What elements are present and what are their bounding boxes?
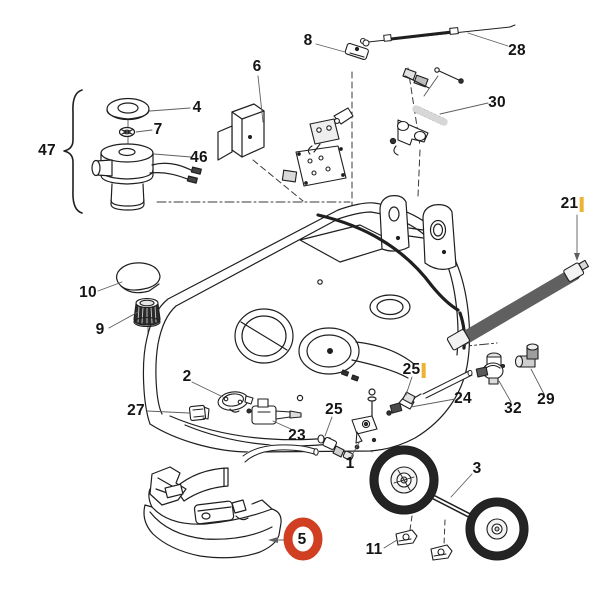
ball-valve bbox=[475, 352, 506, 385]
drain-hose bbox=[240, 443, 319, 463]
part-number-text: 8 bbox=[303, 32, 313, 49]
part-label-21: 21 bbox=[561, 195, 584, 213]
part-number-text: 25 bbox=[402, 361, 421, 378]
part-label-24: 24 bbox=[454, 390, 472, 408]
part-label-32: 32 bbox=[504, 400, 522, 418]
tank-cap bbox=[115, 262, 161, 294]
part-label-10: 10 bbox=[79, 284, 97, 302]
main-housing bbox=[142, 195, 471, 453]
part-label-8: 8 bbox=[304, 32, 313, 50]
highlight-ring bbox=[283, 517, 323, 561]
part-number-text: 47 bbox=[38, 142, 56, 159]
highlight-bar bbox=[579, 196, 584, 212]
part-label-3: 3 bbox=[473, 460, 482, 478]
lever-assembly bbox=[389, 67, 464, 156]
part-number-text: 10 bbox=[79, 284, 97, 301]
control-cable bbox=[354, 24, 516, 52]
fitting-25-left bbox=[317, 434, 354, 461]
part-label-11: 11 bbox=[366, 541, 383, 559]
part-label-2: 2 bbox=[183, 368, 192, 386]
part-label-46: 46 bbox=[190, 149, 208, 167]
part-number-text: 25 bbox=[325, 401, 343, 418]
elbow-fitting bbox=[514, 343, 539, 368]
part-number-text: 29 bbox=[537, 391, 555, 408]
axle-bracket bbox=[351, 415, 378, 450]
part-number-text: 5 bbox=[297, 531, 307, 548]
part-number-text: 7 bbox=[153, 121, 163, 138]
part-number-text: 9 bbox=[95, 321, 105, 338]
part-number-text: 23 bbox=[288, 427, 306, 444]
part-label-9: 9 bbox=[96, 321, 105, 339]
part-label-4: 4 bbox=[193, 99, 202, 117]
cam-plate bbox=[217, 391, 254, 413]
part-label-23: 23 bbox=[288, 427, 306, 445]
wheel-axle-assembly bbox=[369, 445, 529, 561]
part-number-text: 4 bbox=[192, 99, 202, 116]
part-label-5: 5 bbox=[298, 531, 307, 549]
cover-bracket bbox=[217, 103, 265, 161]
part-label-7: 7 bbox=[154, 121, 163, 139]
brace-47 bbox=[63, 89, 83, 214]
part-number-text: 24 bbox=[454, 390, 472, 407]
part-label-25a: 25 bbox=[325, 401, 343, 419]
part-label-47: 47 bbox=[38, 142, 56, 160]
leader-lines bbox=[97, 32, 580, 549]
axle-clips bbox=[395, 529, 453, 561]
part-label-28: 28 bbox=[508, 42, 526, 60]
switch-plate-assembly bbox=[281, 107, 354, 187]
part-number-text: 46 bbox=[190, 149, 208, 166]
mounting-clip bbox=[188, 404, 210, 422]
part-number-text: 2 bbox=[182, 368, 192, 385]
part-label-27: 27 bbox=[127, 402, 145, 420]
part-label-25b: 25 bbox=[403, 361, 426, 379]
part-number-text: 1 bbox=[345, 455, 355, 472]
part-number-text: 3 bbox=[472, 460, 482, 477]
drain-valve bbox=[246, 398, 302, 425]
highlight-bar bbox=[421, 362, 426, 378]
part-number-text: 30 bbox=[488, 94, 506, 111]
part-number-text: 11 bbox=[365, 541, 383, 558]
part-number-text: 28 bbox=[508, 42, 526, 59]
part-label-6: 6 bbox=[253, 58, 262, 76]
clear-tube bbox=[386, 369, 473, 416]
vacuum-hose bbox=[446, 259, 590, 351]
arrowhead-5 bbox=[268, 537, 278, 543]
arrowhead-21 bbox=[574, 253, 580, 261]
part-number-text: 21 bbox=[560, 195, 579, 212]
part-label-30: 30 bbox=[488, 94, 506, 112]
part-number-text: 32 bbox=[504, 400, 522, 417]
filter-basket bbox=[133, 297, 161, 328]
squeegee-bumper bbox=[143, 466, 282, 559]
part-label-29: 29 bbox=[537, 391, 555, 409]
part-label-1: 1 bbox=[346, 455, 355, 473]
motor-assembly bbox=[63, 89, 202, 214]
part-number-text: 27 bbox=[127, 402, 145, 419]
part-number-text: 6 bbox=[252, 58, 262, 75]
